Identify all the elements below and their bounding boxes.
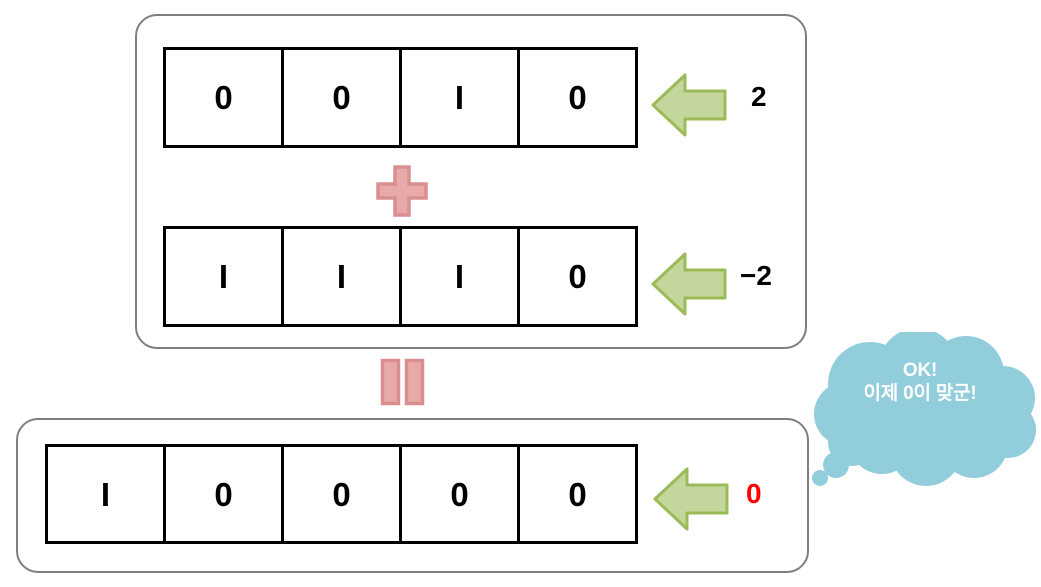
operand-a-bit-row: 0 0 I 0	[163, 47, 638, 148]
bit-cell[interactable]: I	[399, 226, 520, 327]
bit-cell[interactable]: I	[399, 47, 520, 148]
bit-cell[interactable]: 0	[281, 47, 402, 148]
operand-b-bit-row: I I I 0	[163, 226, 638, 327]
bit-cell[interactable]: I	[163, 226, 284, 327]
left-arrow-icon	[651, 73, 727, 137]
result-bit-row: I 0 0 0 0	[45, 444, 638, 544]
bit-cell[interactable]: 0	[399, 444, 520, 544]
result-panel	[16, 418, 809, 573]
bit-cell[interactable]: 0	[517, 444, 638, 544]
bit-cell[interactable]: 0	[163, 444, 284, 544]
bit-cell[interactable]: I	[281, 226, 402, 327]
operands-panel	[135, 14, 807, 349]
left-arrow-icon	[653, 467, 729, 531]
bit-cell[interactable]: 0	[517, 47, 638, 148]
thought-cloud-text: OK! 이제 0이 맞군!	[863, 360, 977, 405]
bit-cell[interactable]: I	[45, 444, 166, 544]
bit-cell[interactable]: 0	[517, 226, 638, 327]
thought-cloud-icon	[812, 332, 1036, 486]
equals-icon	[380, 358, 425, 406]
bit-cell[interactable]: 0	[163, 47, 284, 148]
bit-cell[interactable]: 0	[281, 444, 402, 544]
plus-icon	[376, 165, 428, 217]
operand-a-value: 2	[751, 81, 767, 112]
left-arrow-icon	[651, 252, 727, 316]
result-value: 0	[746, 478, 762, 509]
operand-b-value: −2	[740, 260, 772, 291]
